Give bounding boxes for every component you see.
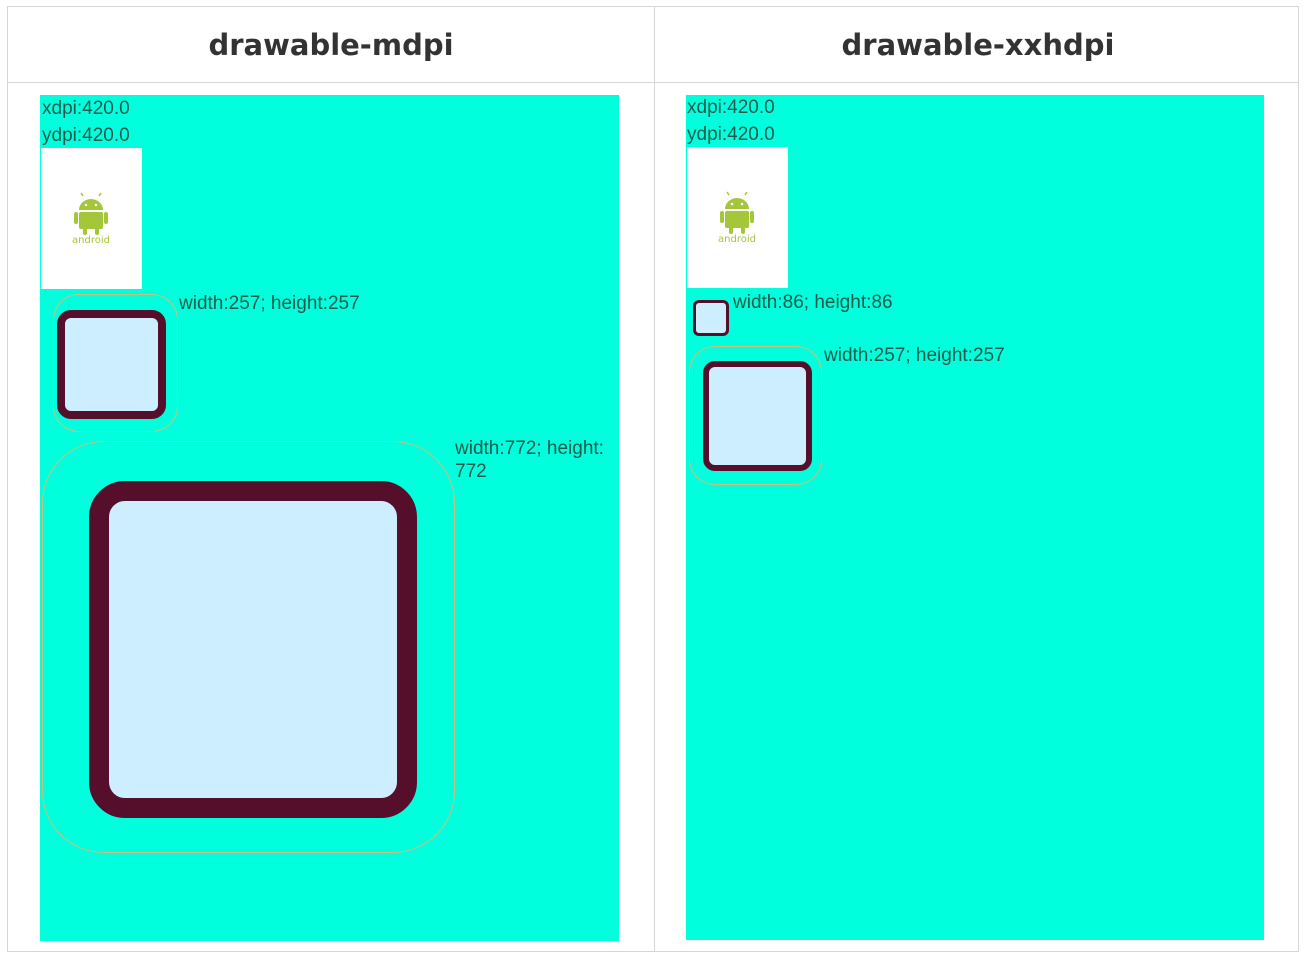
mdpi-device-screen: xdpi:420.0 ydpi:420.0 android width:257;…: [40, 95, 619, 941]
medium-box-halo: [689, 346, 822, 485]
xxhdpi-device-screen: xdpi:420.0 ydpi:420.0 android width:86; …: [686, 95, 1264, 940]
medium-box-size-label: width:257; height:257: [824, 345, 1005, 366]
xdpi-text: xdpi:420.0: [42, 98, 130, 119]
tiny-box-size-label: width:86; height:86: [733, 292, 893, 313]
column-divider: [654, 7, 655, 951]
column-header-mdpi: drawable-mdpi: [208, 27, 454, 62]
column-header-xxhdpi: drawable-xxhdpi: [841, 27, 1115, 62]
android-logo-image: android: [41, 148, 142, 289]
large-rounded-square: [89, 481, 417, 818]
svg-text:android: android: [72, 235, 110, 246]
xdpi-text: xdpi:420.0: [687, 97, 775, 118]
small-box-halo: [53, 294, 178, 432]
header-divider: [8, 82, 1298, 83]
small-rounded-square: [57, 310, 166, 419]
android-robot-icon: android: [718, 191, 756, 245]
ydpi-text: ydpi:420.0: [687, 124, 775, 145]
android-robot-icon: android: [72, 192, 110, 246]
medium-rounded-square: [703, 361, 812, 471]
svg-text:android: android: [718, 234, 756, 245]
large-box-size-label-line1: width:772; height:: [455, 438, 604, 459]
small-box-size-label: width:257; height:257: [179, 293, 360, 314]
comparison-table: drawable-mdpi drawable-xxhdpi: [7, 6, 1299, 952]
android-logo-image: android: [687, 147, 788, 288]
large-box-halo: [42, 441, 455, 853]
ydpi-text: ydpi:420.0: [42, 125, 130, 146]
large-box-size-label-line2: 772: [455, 461, 487, 482]
tiny-rounded-square: [693, 300, 729, 336]
